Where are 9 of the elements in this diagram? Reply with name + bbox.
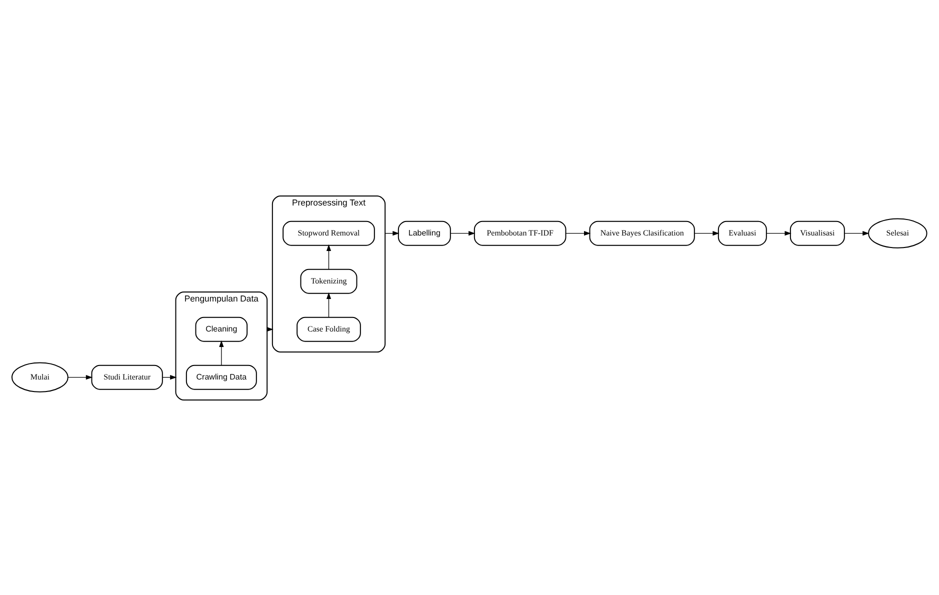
arrow	[566, 230, 591, 236]
arrow	[219, 340, 224, 365]
arrow	[450, 230, 476, 236]
arrow	[766, 230, 792, 236]
arrow	[67, 374, 93, 380]
arrow	[694, 230, 720, 236]
arrow	[326, 244, 332, 269]
arrow	[326, 292, 332, 317]
arrow	[844, 230, 870, 236]
